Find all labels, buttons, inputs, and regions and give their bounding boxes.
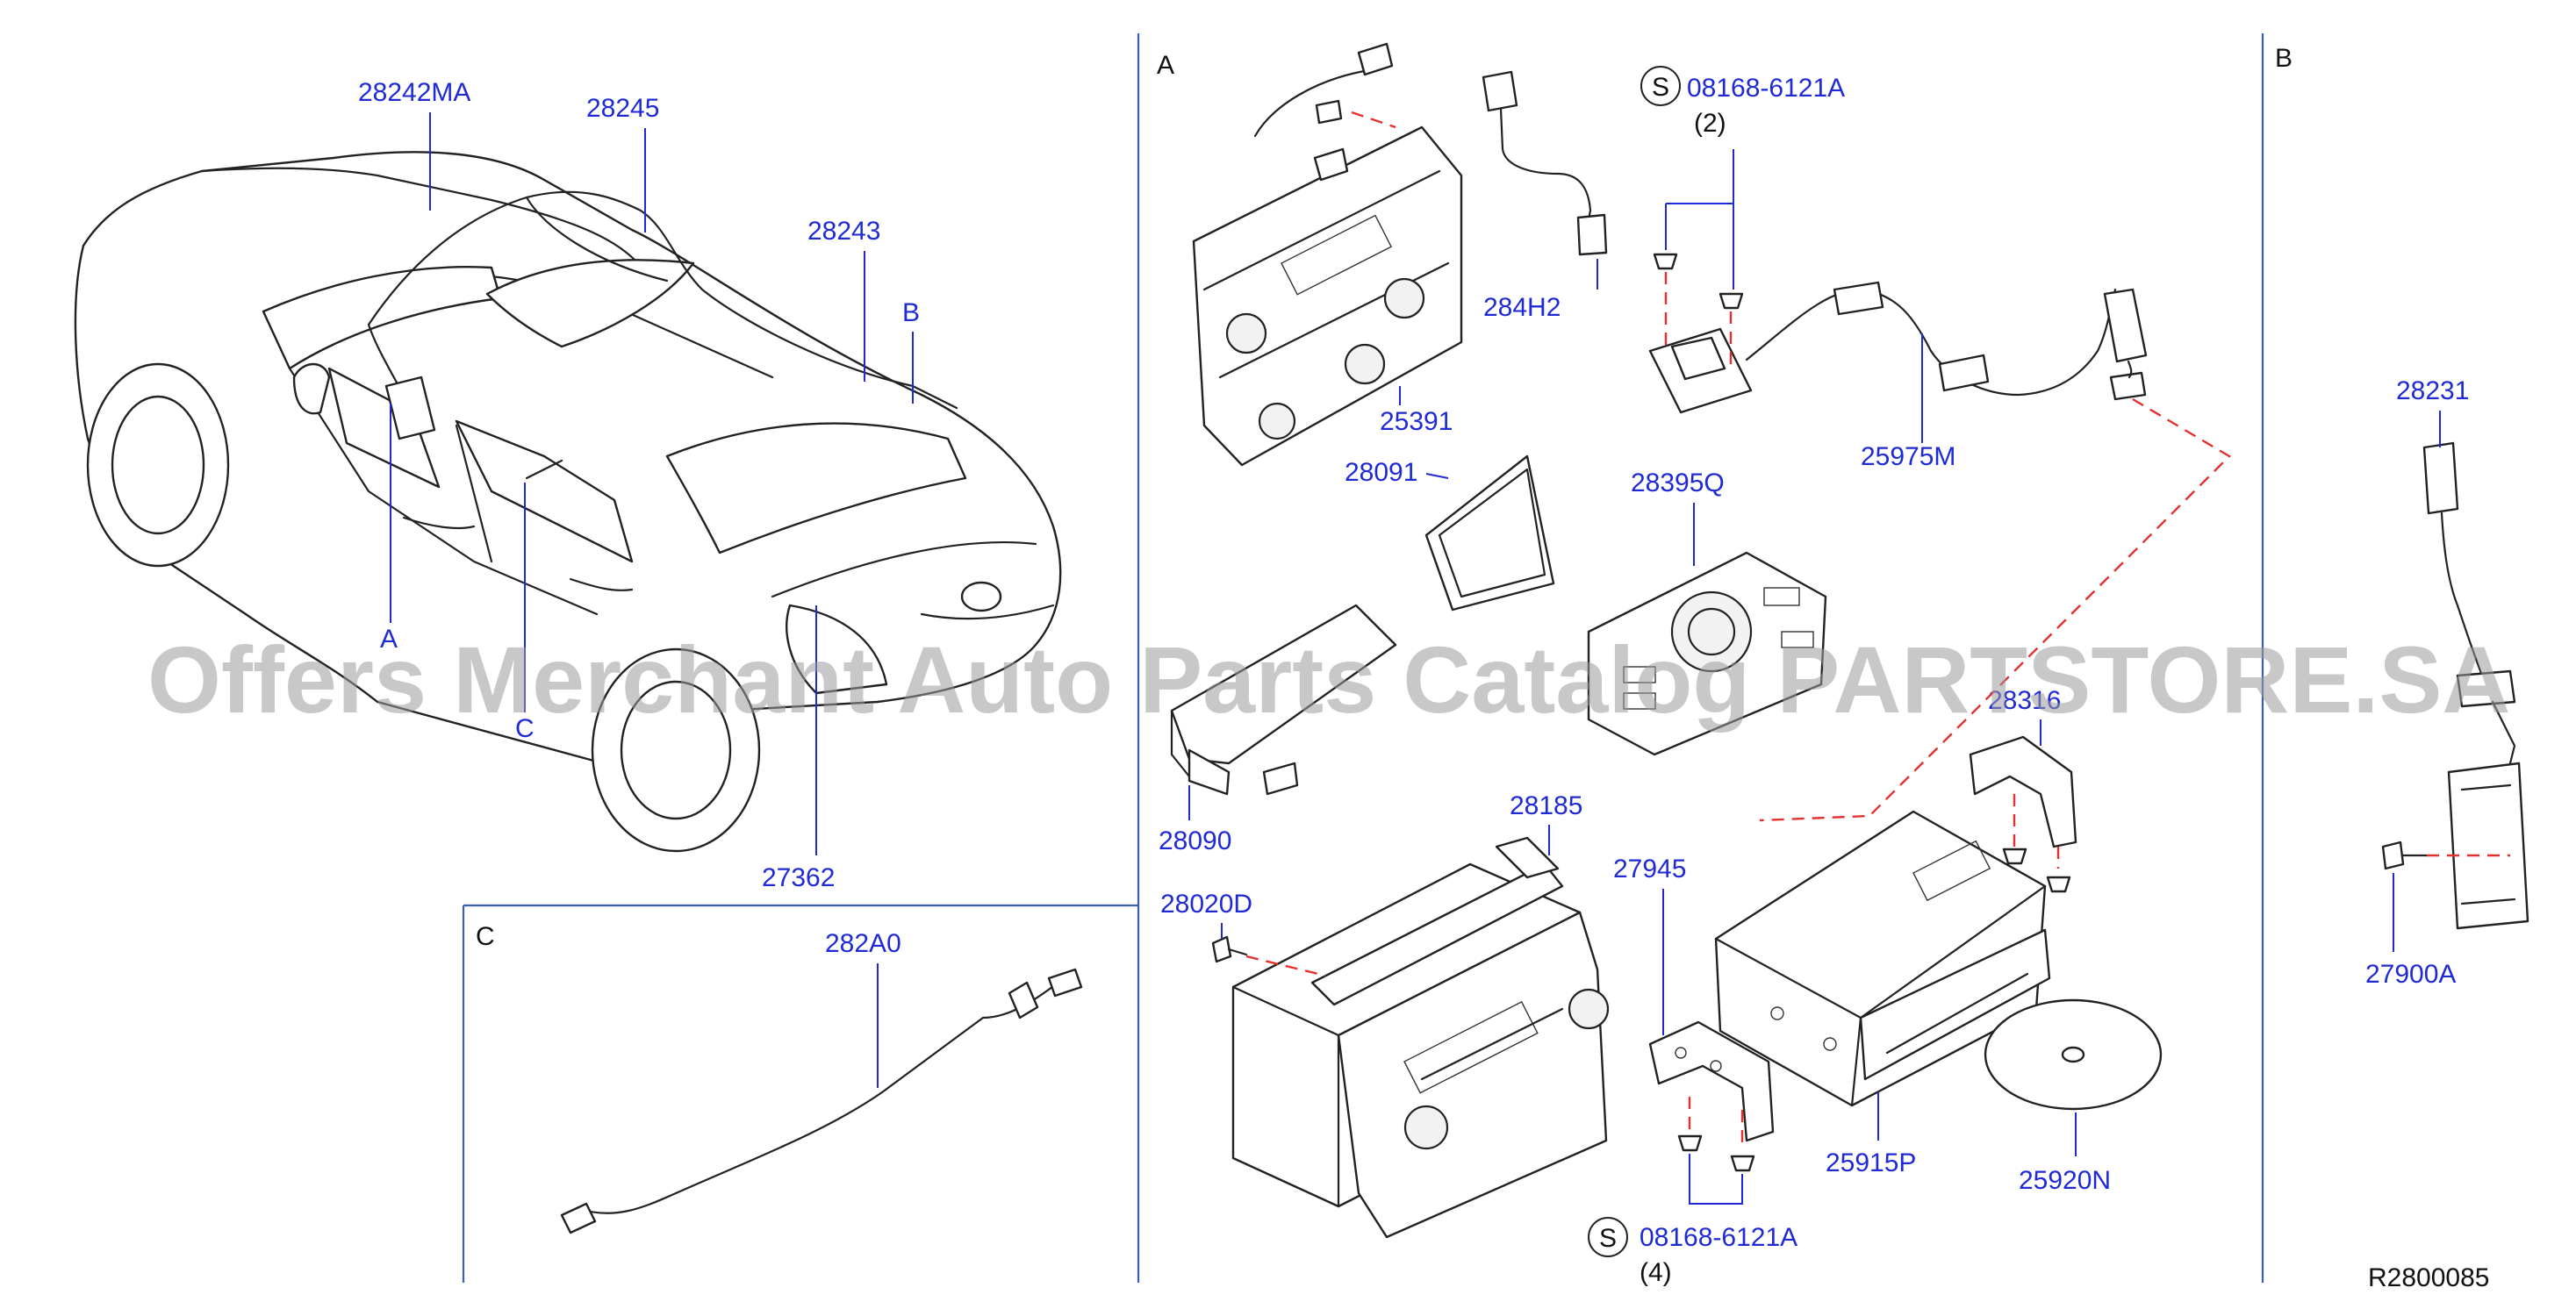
label-28020D: 28020D xyxy=(1160,890,1252,919)
antenna-cable-25975M xyxy=(1648,281,2148,414)
label-28091: 28091 xyxy=(1345,458,1417,487)
callout-c: C xyxy=(515,714,535,743)
callout-b: B xyxy=(902,298,920,327)
watermark-text: Offers Merchant Auto Parts Catalog PARTS… xyxy=(147,626,2510,733)
quantity-bottom: (4) xyxy=(1640,1258,1672,1287)
label-284H2: 284H2 xyxy=(1483,293,1561,322)
label-25920N: 25920N xyxy=(2019,1166,2111,1195)
label-25915P: 25915P xyxy=(1826,1148,1916,1177)
disc-changer-25915P xyxy=(1714,810,2051,1107)
label-27945: 27945 xyxy=(1613,855,1686,884)
label-25391: 25391 xyxy=(1380,407,1453,436)
radio-unit-28185 xyxy=(1231,836,1610,1239)
switch-panel-28395Q xyxy=(1587,551,1827,756)
label-08168-6121A-bottom: 08168-6121A xyxy=(1640,1223,1797,1252)
section-title-a: A xyxy=(1157,51,1174,80)
label-28185: 28185 xyxy=(1510,791,1582,820)
label-28395Q: 28395Q xyxy=(1631,469,1725,497)
section-title-c: C xyxy=(476,922,495,951)
section-dividers xyxy=(462,33,2264,1283)
label-27362: 27362 xyxy=(762,863,835,892)
control-panel-25391 xyxy=(1192,42,1463,467)
label-28245: 28245 xyxy=(586,94,659,123)
screw-group-top: S 08168-6121A (2) xyxy=(1640,66,1845,368)
service-symbol-bottom-text: S xyxy=(1599,1224,1617,1253)
service-symbol-bottom xyxy=(1588,1217,1628,1257)
section-title-b: B xyxy=(2275,44,2293,73)
section-b-antenna xyxy=(2381,441,2529,930)
service-symbol-top xyxy=(1640,66,1681,106)
diagram-reference-code: R2800085 xyxy=(2368,1263,2489,1292)
car-illustration xyxy=(74,151,1062,853)
label-27900A: 27900A xyxy=(2365,960,2456,989)
label-28316: 28316 xyxy=(1988,686,2061,715)
car-callouts: 28242MA 28245 28243 B A C 27362 xyxy=(358,78,920,892)
usb-cable-284H2 xyxy=(1482,70,1608,290)
screw-group-bottom: S 08168-6121A (4) xyxy=(1588,1097,1797,1287)
connection-dashed-line xyxy=(1759,397,2231,822)
quantity-top: (2) xyxy=(1694,109,1726,138)
display-28091 xyxy=(1424,454,1555,612)
screw-28020D xyxy=(1211,935,1326,977)
service-symbol-top-text: S xyxy=(1652,73,1669,102)
disc-25920N xyxy=(1984,998,2163,1111)
section-c-cable: 282A0 xyxy=(560,929,1083,1234)
label-28242MA: 28242MA xyxy=(358,78,470,107)
label-28090: 28090 xyxy=(1159,826,1231,855)
label-28243: 28243 xyxy=(807,217,880,246)
bracket-27945 xyxy=(1648,1020,1775,1142)
callout-a: A xyxy=(380,625,398,654)
label-25975M: 25975M xyxy=(1861,442,1955,471)
label-28231: 28231 xyxy=(2396,376,2469,405)
label-08168-6121A-top: 08168-6121A xyxy=(1687,74,1845,103)
label-282A0: 282A0 xyxy=(825,929,901,958)
bracket-28316 xyxy=(1969,735,2077,893)
bracket-28090 xyxy=(1170,604,1397,796)
